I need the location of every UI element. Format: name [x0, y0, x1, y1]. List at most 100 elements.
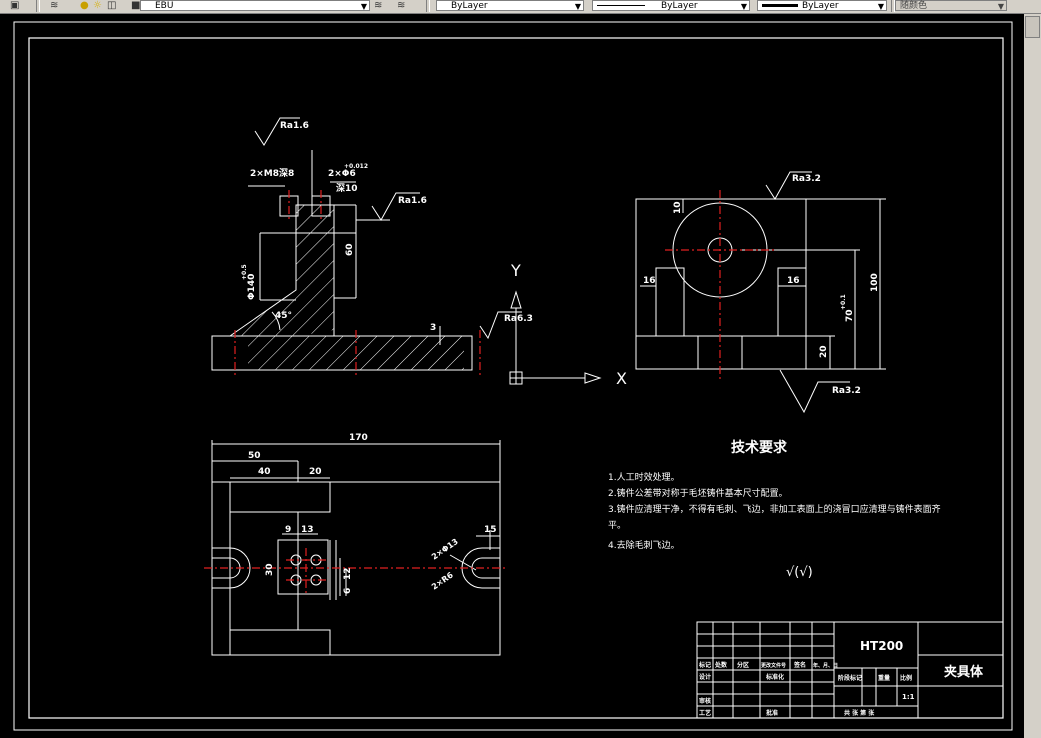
review-label: 审核 [699, 697, 711, 705]
weight-label: 重量 [878, 674, 890, 682]
top-dim-12-label: 12 [343, 567, 353, 580]
row-label-date: 年、月、日 [813, 662, 838, 669]
process-label: 工艺 [699, 709, 711, 717]
top-dim-50-label: 50 [248, 451, 261, 461]
plotstyle-value: 随颜色 [900, 1, 928, 11]
lineweight-dropdown[interactable]: ByLayer ▼ [757, 0, 887, 11]
top-dim-9-label: 9 [285, 525, 291, 535]
front-view [211, 150, 473, 371]
ra-right-label: Ra1.6 [398, 196, 427, 206]
r-note-2-label: 2×R6 [430, 570, 455, 591]
ra-base-label: Ra6.3 [504, 314, 533, 324]
approve-label: 批准 [766, 709, 778, 717]
chevron-down-icon: ▼ [877, 2, 884, 11]
scale-label: 1:1 [902, 693, 915, 701]
layer-previous-icon[interactable]: ≋ [397, 0, 406, 11]
chevron-down-icon: ▼ [997, 2, 1004, 11]
part-name-label: 夹具体 [944, 664, 984, 680]
standard-label: 标准化 [765, 673, 784, 681]
row-label-change: 更改文件号 [761, 662, 786, 669]
row-label-mark: 标记 [698, 661, 711, 669]
ucs-icon [509, 290, 602, 385]
side-dim-100-label: 100 [870, 273, 880, 292]
side-dim-20-label: 20 [819, 345, 829, 358]
side-ra-top-label: Ra3.2 [792, 174, 821, 184]
dim-60-label: 60 [345, 243, 355, 256]
toolbar-separator [426, 0, 430, 12]
tech-note-4: 平。 [608, 520, 626, 531]
drawing-canvas[interactable]: Ra1.6 2×M8深8 2×Φ6 +0.012 深10 Ra1.6 60 Φ1… [0, 14, 1024, 738]
slot-dim-label: 2×Φ6 [328, 169, 356, 179]
side-view-centerlines [665, 190, 775, 380]
linetype-preview [597, 5, 645, 6]
stage-label: 阶段标记 [838, 674, 862, 682]
ucs-x-label: X [616, 369, 627, 388]
scrollbar-thumb[interactable] [1025, 16, 1040, 38]
top-dim-30-label: 30 [265, 563, 275, 576]
inner-frame [28, 37, 1004, 719]
top-dim-170-label: 170 [349, 433, 368, 443]
front-view-roughness [254, 117, 522, 340]
lock-icon[interactable]: ◫ [107, 0, 117, 11]
front-view-labels: Ra1.6 2×M8深8 2×Φ6 +0.012 深10 Ra1.6 60 Φ1… [241, 121, 533, 333]
layer-manager-icon[interactable]: ≋ [50, 0, 59, 11]
sun-icon[interactable]: ☼ [93, 0, 102, 11]
layer-dropdown[interactable]: EBU ▼ [140, 0, 370, 11]
angle-label: 45° [275, 311, 292, 321]
tech-title: 技术要求 [731, 439, 788, 456]
top-dim-20-label: 20 [309, 467, 322, 477]
color-dropdown[interactable]: ByLayer ▼ [436, 0, 584, 11]
top-dim-13-label: 13 [301, 525, 314, 535]
title-block-text: HT200 夹具体 标记 处数 分区 更改文件号 签名 年、月、日 设计 标准化… [698, 639, 984, 717]
linetype-dropdown[interactable]: ByLayer ▼ [592, 0, 750, 11]
toolbar-separator [891, 0, 895, 12]
side-dim-16-left-label: 16 [643, 276, 656, 286]
layer-value: EBU [155, 1, 174, 11]
lineweight-preview [762, 4, 798, 7]
dim-3-label: 3 [430, 323, 436, 333]
chevron-down-icon: ▼ [360, 2, 367, 11]
top-dim-6-label: 6 [343, 588, 353, 594]
color-square-icon[interactable]: ■ [131, 0, 141, 11]
dim-140-label: Φ140 [247, 274, 257, 300]
top-view-labels: 170 50 40 20 9 13 15 30 12 6 2×Φ13 2×R6 [248, 433, 497, 594]
vertical-scrollbar[interactable] [1023, 14, 1041, 738]
top-dim-40-label: 40 [258, 467, 271, 477]
outer-frame [13, 21, 1013, 731]
tech-note-2: 2.铸件公差带对称于毛坯铸件基本尺寸配置。 [608, 487, 788, 499]
side-view-labels: Ra3.2 10 16 16 70 +0.1 100 20 Ra3.2 [643, 174, 880, 396]
plotstyle-dropdown[interactable]: 随颜色 ▼ [895, 0, 1007, 11]
design-label: 设计 [699, 673, 711, 681]
make-layer-current-icon[interactable]: ≋ [374, 0, 383, 11]
top-view-centerlines [204, 548, 508, 594]
row-label-count: 处数 [714, 661, 728, 669]
chevron-down-icon: ▼ [574, 2, 581, 11]
material-label: HT200 [860, 639, 903, 653]
linetype-value: ByLayer [661, 1, 698, 11]
side-dim-16-right-label: 16 [787, 276, 800, 286]
roughness-symbol: √(√) [786, 565, 813, 580]
side-dim-10-label: 10 [673, 201, 683, 214]
chevron-down-icon: ▼ [740, 2, 747, 11]
hole-note-label: 2×M8深8 [250, 167, 294, 179]
dim-140-tol-label: +0.5 [241, 264, 248, 280]
side-ra-bottom-label: Ra3.2 [832, 386, 861, 396]
tech-note-1: 1.人工时效处理。 [608, 471, 680, 483]
title-block [696, 621, 1004, 719]
lineweight-value: ByLayer [802, 1, 839, 11]
tech-requirements: 技术要求 1.人工时效处理。 2.铸件公差带对称于毛坯铸件基本尺寸配置。 3.铸… [608, 439, 941, 580]
row-label-sign: 签名 [793, 661, 806, 669]
tech-note-5: 4.去除毛刺飞边。 [608, 539, 680, 551]
ratio-label: 比例 [900, 674, 912, 682]
lightbulb-icon[interactable]: ● [80, 0, 89, 11]
side-dim-70-label: 70 [845, 309, 855, 322]
toolbar-separator [36, 0, 40, 12]
slot-tol-label: +0.012 [344, 163, 368, 170]
tech-note-3: 3.铸件应清理干净，不得有毛刺、飞边，非加工表面上的浇冒口应清理与铸件表面齐 [608, 503, 941, 515]
ra-top-label: Ra1.6 [280, 121, 309, 131]
side-dim-70-tol-label: +0.1 [840, 294, 847, 310]
side-view-roughness [765, 171, 850, 414]
app-icon[interactable]: ▣ [10, 0, 20, 11]
side-view [635, 198, 886, 370]
front-view-centerlines [234, 190, 481, 376]
